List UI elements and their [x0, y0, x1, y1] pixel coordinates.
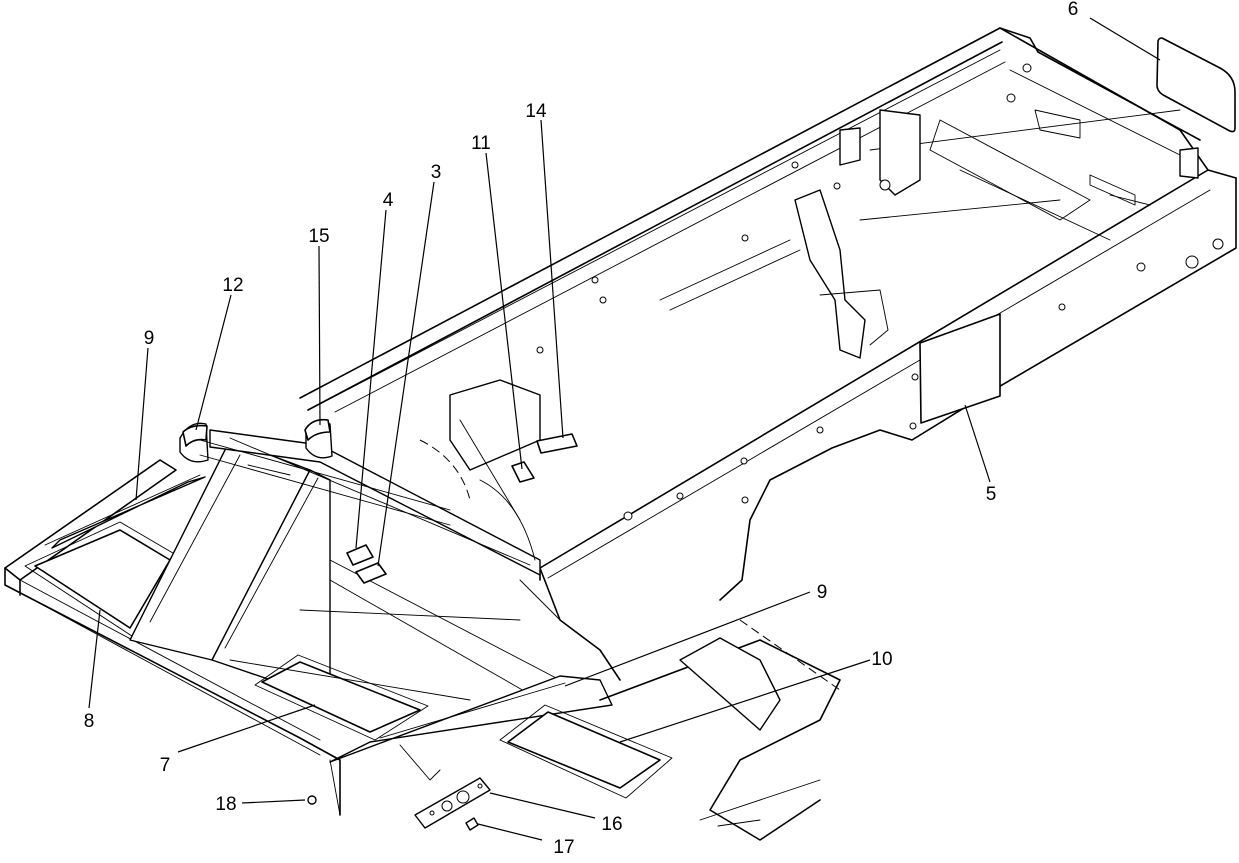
decal-5 [919, 313, 1001, 424]
callout-10: 10 [871, 649, 892, 670]
decal-4 [346, 544, 374, 566]
callout-15: 15 [308, 226, 329, 247]
decal-11 [511, 461, 535, 483]
callout-9-right: 9 [817, 582, 828, 603]
callout-14: 14 [525, 101, 547, 122]
callout-3: 3 [431, 162, 442, 183]
callout-9-left: 9 [144, 328, 155, 349]
mounting-holes [536, 63, 1224, 521]
callout-6: 6 [1068, 0, 1079, 20]
callout-5: 5 [986, 484, 997, 505]
front-platform [4, 429, 841, 841]
decal-3 [355, 562, 387, 584]
callout-12: 12 [222, 275, 243, 296]
decal-14 [536, 433, 578, 454]
callout-18: 18 [215, 794, 236, 815]
callout-16: 16 [601, 814, 622, 835]
callout-11: 11 [471, 133, 491, 154]
loose-hardware [307, 777, 491, 831]
decal-12 [182, 424, 208, 447]
decal-15 [304, 418, 331, 441]
callout-4: 4 [383, 190, 394, 211]
callout-17: 17 [553, 837, 574, 858]
nut-18 [307, 795, 317, 805]
callout-7: 7 [160, 755, 171, 776]
callout-8: 8 [84, 711, 95, 732]
plate-16 [414, 777, 491, 829]
decals [182, 37, 1236, 584]
screw-17 [465, 817, 479, 831]
decal-6 [1156, 37, 1236, 133]
main-frame [299, 27, 1237, 681]
leader-lines [88, 17, 1161, 841]
callout-labels: 6 14 11 3 4 15 12 9 5 9 10 8 7 18 16 17 [84, 0, 1079, 858]
